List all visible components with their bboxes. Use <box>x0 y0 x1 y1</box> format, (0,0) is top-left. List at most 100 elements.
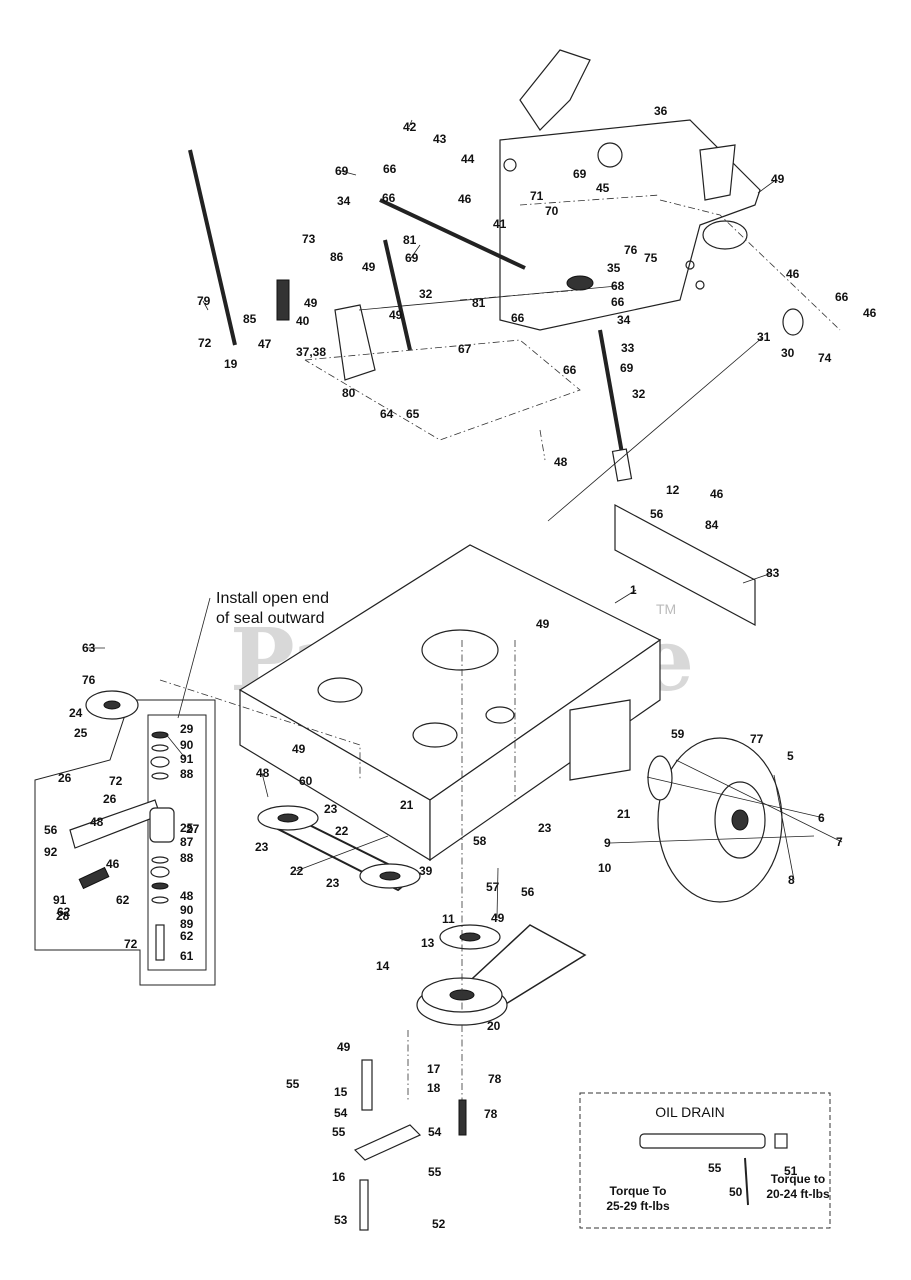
callout-number: 21 <box>617 807 631 821</box>
callout-number: 49 <box>292 742 306 756</box>
callout-number: 22 <box>335 824 349 838</box>
idler-arm-26 <box>69 799 161 849</box>
callout-number: 28 <box>56 909 70 923</box>
callout-number: 50 <box>729 1185 743 1199</box>
seal-stack <box>150 731 170 961</box>
callout-number: 62 <box>180 929 194 943</box>
callout-number: 23 <box>538 821 552 835</box>
callout-number: 52 <box>432 1217 446 1231</box>
bolt-52 <box>458 1099 467 1136</box>
callout-number: 35 <box>607 261 621 275</box>
hub-5 <box>647 755 673 801</box>
callout-number: 49 <box>304 296 318 310</box>
callout-number: 49 <box>389 308 403 322</box>
callout-number: 69 <box>405 251 419 265</box>
callout-number: 66 <box>611 295 625 309</box>
callout-number: 23 <box>324 802 338 816</box>
seal-note-line2: of seal outward <box>216 610 325 627</box>
callout-number: 49 <box>491 911 505 925</box>
callout-leader <box>496 867 499 919</box>
lever-37-38 <box>334 304 376 381</box>
callout-number: 62 <box>116 893 130 907</box>
rod-79 <box>188 149 237 346</box>
callout-number: 61 <box>180 949 194 963</box>
callout-number: 80 <box>342 386 356 400</box>
callout-number: 15 <box>334 1085 348 1099</box>
callout-number: 88 <box>180 851 194 865</box>
callout-number: 69 <box>573 167 587 181</box>
tire-6 <box>657 737 783 903</box>
torque-right-line1: Torque to <box>771 1172 825 1186</box>
callout-number: 84 <box>705 518 719 532</box>
callout-number: 22 <box>290 864 304 878</box>
belt-39 <box>257 805 421 892</box>
callout-number: 46 <box>786 267 800 281</box>
callout-number: 13 <box>421 936 435 950</box>
callout-number: 63 <box>82 641 96 655</box>
callout-leader <box>742 572 773 584</box>
callout-number: 49 <box>337 1040 351 1054</box>
callout-leader <box>358 285 618 311</box>
callout-number: 20 <box>487 1019 501 1033</box>
callout-number: 32 <box>419 287 433 301</box>
idler-inset-outline <box>34 699 216 986</box>
callout-number: 33 <box>621 341 635 355</box>
callout-number: 91 <box>53 893 67 907</box>
callout-number: 70 <box>545 204 559 218</box>
callout-number: 55 <box>286 1077 300 1091</box>
callout-number: 26 <box>58 771 72 785</box>
callout-number: 45 <box>596 181 610 195</box>
callout-number: 88 <box>180 767 194 781</box>
callout-number: 85 <box>243 312 257 326</box>
callout-number: 57 <box>486 880 500 894</box>
watermark-tm: TM <box>656 601 676 617</box>
callout-number: 46 <box>710 487 724 501</box>
oil-drain-hose <box>639 1133 766 1149</box>
callout-number: 14 <box>376 959 390 973</box>
callout-number: 92 <box>44 845 58 859</box>
callout-number: 46 <box>863 306 877 320</box>
torque-right-line2: 20-24 ft-lbs <box>766 1187 830 1201</box>
torque-left-line1: Torque To <box>610 1184 667 1198</box>
callout-number: 31 <box>757 330 771 344</box>
callout-number: 66 <box>382 191 396 205</box>
callout-number: 78 <box>484 1107 498 1121</box>
callout-number: 34 <box>617 313 631 327</box>
main-frame <box>238 544 662 862</box>
callout-number: 62 <box>57 905 71 919</box>
callout-number: 49 <box>536 617 550 631</box>
callout-leader <box>646 776 825 819</box>
callout-number: 26 <box>103 792 117 806</box>
callout-number: 32 <box>632 387 646 401</box>
callout-number: 46 <box>106 857 120 871</box>
spring-40 <box>276 279 290 321</box>
callout-number: 44 <box>461 152 475 166</box>
callout-number: 8 <box>788 873 795 887</box>
callout-number: 71 <box>530 189 544 203</box>
callout-number: 30 <box>781 346 795 360</box>
callout-number: 67 <box>458 342 472 356</box>
callout-number: 7 <box>836 835 843 849</box>
callout-leader <box>614 589 637 604</box>
callout-number: 59 <box>671 727 685 741</box>
callout-number: 89 <box>180 917 194 931</box>
callout-number: 81 <box>472 296 486 310</box>
callout-number: 83 <box>766 566 780 580</box>
callout-number: 46 <box>458 192 472 206</box>
callout-number: 43 <box>433 132 447 146</box>
callout-number: 66 <box>383 162 397 176</box>
callout-number: 49 <box>362 260 376 274</box>
callout-leader <box>609 835 815 844</box>
shaft-41 <box>379 198 526 270</box>
callout-number: 76 <box>624 243 638 257</box>
callout-leader <box>547 336 764 522</box>
callout-number: 1 <box>630 583 637 597</box>
callout-number: 65 <box>406 407 420 421</box>
callout-number: 29 <box>180 722 194 736</box>
callout-number: 23 <box>255 840 269 854</box>
callout-number: 55 <box>708 1161 722 1175</box>
callout-number: 51 <box>784 1164 798 1178</box>
callout-leader <box>408 119 413 128</box>
callout-number: 37,38 <box>296 345 326 359</box>
